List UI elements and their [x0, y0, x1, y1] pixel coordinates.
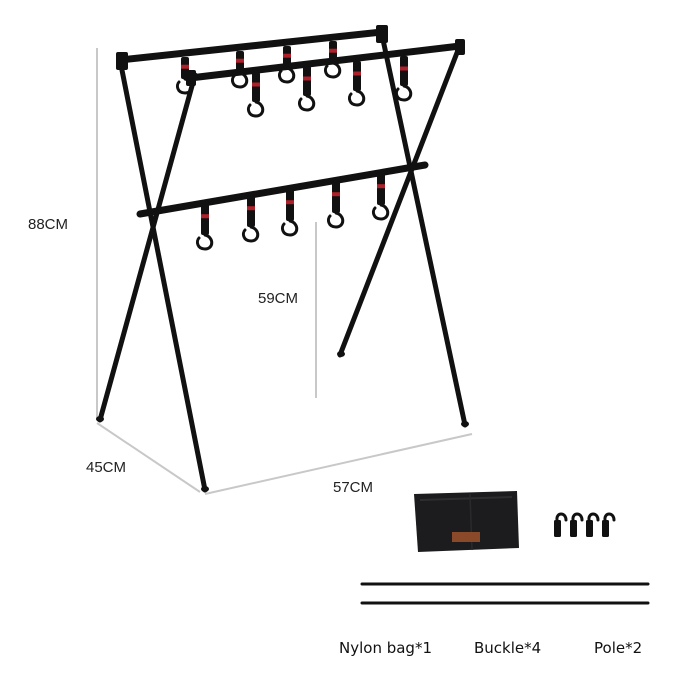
rack-legs: [97, 32, 468, 493]
hook-lower-1: [195, 203, 214, 251]
nylon-bag-label: Nylon bag*1: [339, 639, 432, 657]
nylon-bag: [414, 491, 519, 552]
hook-lower-4: [326, 181, 345, 229]
hook-back-4: [323, 41, 342, 79]
top-rail-back: [116, 28, 386, 64]
lower-rail: [136, 161, 429, 218]
poles: [360, 582, 650, 605]
height-label: 88CM: [28, 216, 69, 233]
hook-lower-3: [280, 189, 299, 237]
hook-lower-2: [241, 195, 260, 243]
hook-back-1: [175, 57, 194, 95]
pole-label: Pole*2: [594, 639, 643, 657]
buckle-1: [554, 512, 568, 537]
hooks-layer: [175, 41, 413, 251]
hook-front-2: [297, 66, 316, 112]
leg-feet: [96, 351, 469, 492]
leg-back-right: [337, 42, 463, 358]
leg-front-right: [97, 72, 198, 423]
hook-lower-5: [371, 173, 390, 221]
hook-front-3: [347, 61, 366, 107]
leg-back-left: [379, 32, 468, 428]
depth-dimension-line: [96, 422, 201, 493]
leg-front-left: [117, 57, 208, 493]
hook-front-4: [394, 56, 413, 102]
width-label: 57CM: [333, 479, 374, 496]
rack-rails: [116, 28, 464, 218]
buckles-layer: [554, 512, 616, 537]
depth-label: 45CM: [86, 459, 127, 476]
dimension-lines: [96, 48, 473, 495]
buckle-4: [602, 512, 616, 537]
top-rail-front: [186, 42, 464, 82]
buckle-2: [570, 512, 584, 537]
inner-height-label: 59CM: [258, 290, 299, 307]
hook-front-1: [246, 72, 265, 118]
buckle-3: [586, 512, 600, 537]
hook-back-3: [277, 46, 296, 84]
bag-tag: [452, 532, 480, 542]
hook-back-2: [230, 51, 249, 89]
buckle-label: Buckle*4: [474, 639, 542, 657]
width-dimension-line: [204, 433, 473, 495]
